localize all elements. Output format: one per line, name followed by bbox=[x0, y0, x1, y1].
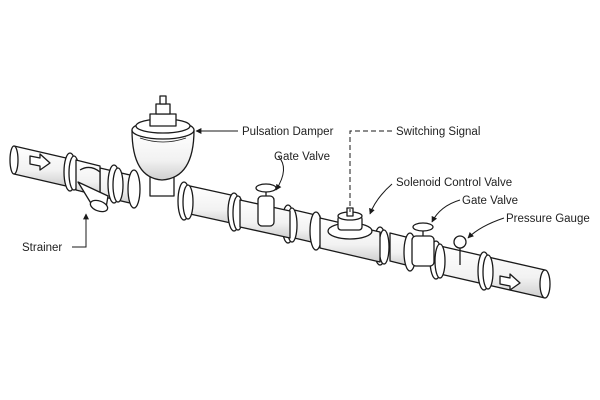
outlet-flow-arrow bbox=[499, 273, 521, 291]
leader-solenoid-control-valve bbox=[369, 183, 393, 215]
flange-10 bbox=[429, 240, 446, 280]
gate-valve-1-icon bbox=[239, 183, 291, 239]
pulsation-damper-icon bbox=[131, 95, 195, 197]
solenoid-control-valve-icon bbox=[319, 207, 381, 263]
gate-valve-2-icon bbox=[411, 222, 435, 267]
label-gate-valve-2: Gate Valve bbox=[462, 195, 518, 207]
label-pressure-gauge: Pressure Gauge bbox=[506, 213, 590, 225]
flange-3 bbox=[127, 169, 141, 209]
flange-2 bbox=[107, 164, 124, 204]
leader-gate-valve-2 bbox=[431, 199, 461, 223]
label-pulsation-damper: Pulsation Damper bbox=[242, 126, 334, 138]
label-gate-valve-1: Gate Valve bbox=[274, 151, 330, 163]
leader-gate-valve-1 bbox=[275, 155, 284, 191]
strainer-icon bbox=[75, 159, 109, 213]
label-solenoid-control-valve: Solenoid Control Valve bbox=[396, 177, 512, 189]
leader-switching-signal bbox=[349, 130, 392, 212]
leader-strainer bbox=[72, 213, 89, 248]
flange-11 bbox=[477, 251, 494, 291]
leader-pressure-gauge bbox=[467, 217, 505, 239]
inlet-flow-arrow bbox=[29, 153, 51, 171]
label-switching-signal: Switching Signal bbox=[396, 126, 480, 138]
label-strainer: Strainer bbox=[22, 242, 62, 254]
pressure-gauge-icon bbox=[453, 235, 467, 265]
flange-4 bbox=[177, 181, 194, 221]
